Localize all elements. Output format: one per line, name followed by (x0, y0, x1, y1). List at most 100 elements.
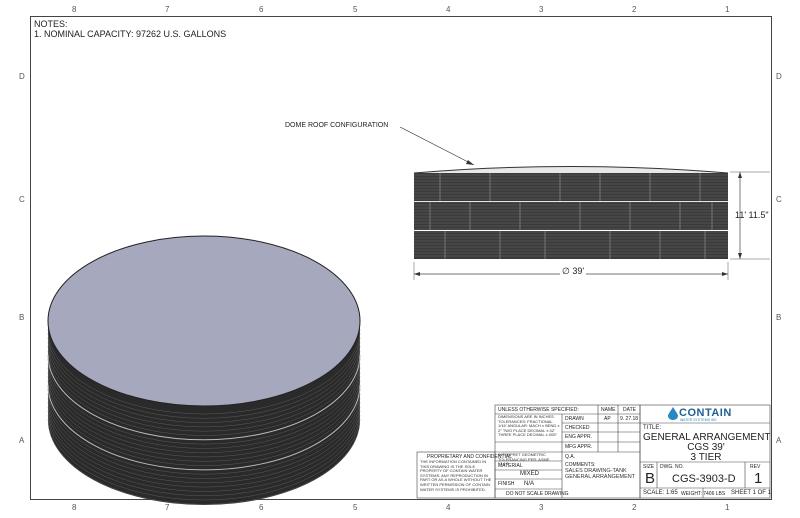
tb-rev-label: REV (750, 464, 761, 470)
tb-dwg-no: CGS-3903-D (672, 473, 736, 485)
tb-title-line3: 3 TIER (690, 452, 722, 463)
tank-side-rings (47, 328, 361, 505)
drawing-border (30, 16, 772, 500)
dome-roof (413, 166, 729, 174)
zone-col-bottom-3: 3 (539, 503, 544, 512)
tank-ring-line (47, 333, 361, 419)
tank-ring-line (47, 341, 361, 428)
zone-col-bottom-8: 8 (72, 503, 77, 512)
tank-ring-line (47, 393, 361, 479)
tank-ring-line (47, 376, 361, 462)
tb-dwg-label: DWG. NO. (660, 464, 684, 470)
tank-ring-line (47, 367, 361, 453)
zone-col-top-3: 3 (539, 5, 544, 14)
tb-title-label: TITLE: (643, 425, 662, 431)
tb-sheet: SHEET 1 OF 1 (731, 490, 771, 496)
elevation-panel-lines (414, 173, 728, 259)
zone-col-bottom-1: 1 (725, 503, 730, 512)
tb-drawn-label: DRAWN (565, 416, 584, 422)
tb-title-line2: CGS 39' (687, 442, 725, 453)
zone-row-left-D: D (19, 72, 25, 81)
tb-finish: N/A (524, 481, 535, 487)
tank-ring-line (47, 350, 361, 436)
zone-row-right-D: D (776, 72, 782, 81)
tank-ring-line (47, 389, 361, 475)
tb-proprietary-title: PROPRIETARY AND CONFIDENTIAL (427, 454, 513, 460)
tb-mfg-label: MFG APPR. (565, 444, 593, 450)
dim-height-text: 11' 11.5" (735, 210, 769, 220)
zone-col-bottom-5: 5 (353, 503, 358, 512)
zone-row-left-B: B (19, 313, 25, 322)
notes-heading: NOTES: (34, 19, 68, 29)
tb-rev: 1 (754, 470, 763, 487)
tank-ring-line (47, 371, 361, 458)
callout-leader (399, 126, 475, 166)
callout-arrow (466, 160, 474, 165)
tb-checked-label: CHECKED (565, 425, 590, 431)
notes-block: NOTES: 1. NOMINAL CAPACITY: 97262 U.S. G… (34, 19, 226, 39)
tb-interpret: INTERPRET GEOMETRIC TOLERANCING PER: ASM… (498, 452, 550, 467)
tank-ring-line (47, 410, 361, 496)
tb-unless-specified: UNLESS OTHERWISE SPECIFIED: (498, 407, 579, 413)
tb-eng-label: ENG APPR. (565, 434, 592, 440)
dim-dia-arrow-right (722, 272, 728, 276)
zone-col-bottom-2: 2 (632, 503, 637, 512)
tb-proprietary-text: THE INFORMATION CONTAINED IN THIS DRAWIN… (420, 459, 492, 492)
dim-height-arrow-top (738, 172, 742, 178)
tank-ring-line (47, 354, 361, 441)
tank-ring-line (47, 363, 361, 449)
tank-ring-line (47, 380, 361, 466)
tb-drawn-date: 9. 27.18 (620, 416, 639, 422)
zone-row-right-B: B (776, 313, 782, 322)
tb-name-header: NAME (601, 407, 616, 413)
tb-tolerances: DIMENSIONS ARE IN INCHES TOLERANCES: FRA… (498, 414, 560, 438)
tb-comments: SALES DRAWING-TANK GENERAL ARRANGEMENT (565, 468, 636, 480)
tb-size-label: SIZE (643, 464, 655, 470)
tank-ring-line (47, 402, 361, 488)
zone-col-bottom-7: 7 (165, 503, 170, 512)
tb-finish-label: FINISH (498, 481, 515, 487)
tb-comments-label: COMMENTS: (565, 462, 596, 468)
tank-ring-line (47, 406, 361, 492)
zone-col-top-7: 7 (165, 5, 170, 14)
zone-col-bottom-4: 4 (446, 503, 451, 512)
zone-col-bottom-6: 6 (259, 503, 264, 512)
tb-date-header: DATE (623, 407, 636, 413)
zone-row-left-A: A (19, 436, 25, 445)
tank-ring-line (47, 359, 361, 445)
elevation-view (399, 126, 770, 280)
note-capacity: 1. NOMINAL CAPACITY: 97262 U.S. GALLONS (34, 29, 227, 39)
tb-title-line1: GENERAL ARRANGEMENT (643, 432, 771, 443)
tb-material-label: MATERIAL (498, 463, 523, 469)
tank-ring-line (47, 337, 361, 423)
tb-drawn-name: AP (604, 416, 611, 422)
zone-col-top-1: 1 (725, 5, 730, 14)
dim-dia-arrow-left (414, 272, 420, 276)
tank-ring-line (47, 384, 361, 471)
isometric-tank-view (47, 235, 361, 505)
tb-weight: WEIGHT: 7406 LBS (681, 491, 726, 497)
zone-col-top-6: 6 (259, 5, 264, 14)
zone-row-right-C: C (776, 195, 782, 204)
zone-col-top-2: 2 (632, 5, 637, 14)
dim-diameter-text: ∅ 39' (560, 266, 587, 277)
dome-roof-callout: DOME ROOF CONFIGURATION (285, 122, 389, 129)
tank-ring-line (47, 346, 361, 432)
water-drop-icon (668, 407, 678, 420)
tank-ring-line (47, 397, 361, 483)
tb-size: B (645, 470, 656, 487)
logo-subtitle: WATER SYSTEMS INC (680, 418, 717, 422)
tank-ring-line (47, 328, 361, 415)
tb-qa-label: Q.A. (565, 454, 576, 460)
tb-no-scale: DO NOT SCALE DRAWING (506, 491, 569, 497)
tank-ring-line (47, 414, 361, 501)
zone-col-top-4: 4 (446, 5, 451, 14)
tank-top-surface (47, 235, 361, 407)
zone-row-left-C: C (19, 195, 25, 204)
elevation-tier-2 (414, 202, 728, 230)
logo-wordmark: CONTAIN (679, 407, 732, 419)
title-block-grid (416, 404, 771, 499)
tank-ring-line (47, 419, 361, 505)
zone-col-top-8: 8 (72, 5, 77, 14)
